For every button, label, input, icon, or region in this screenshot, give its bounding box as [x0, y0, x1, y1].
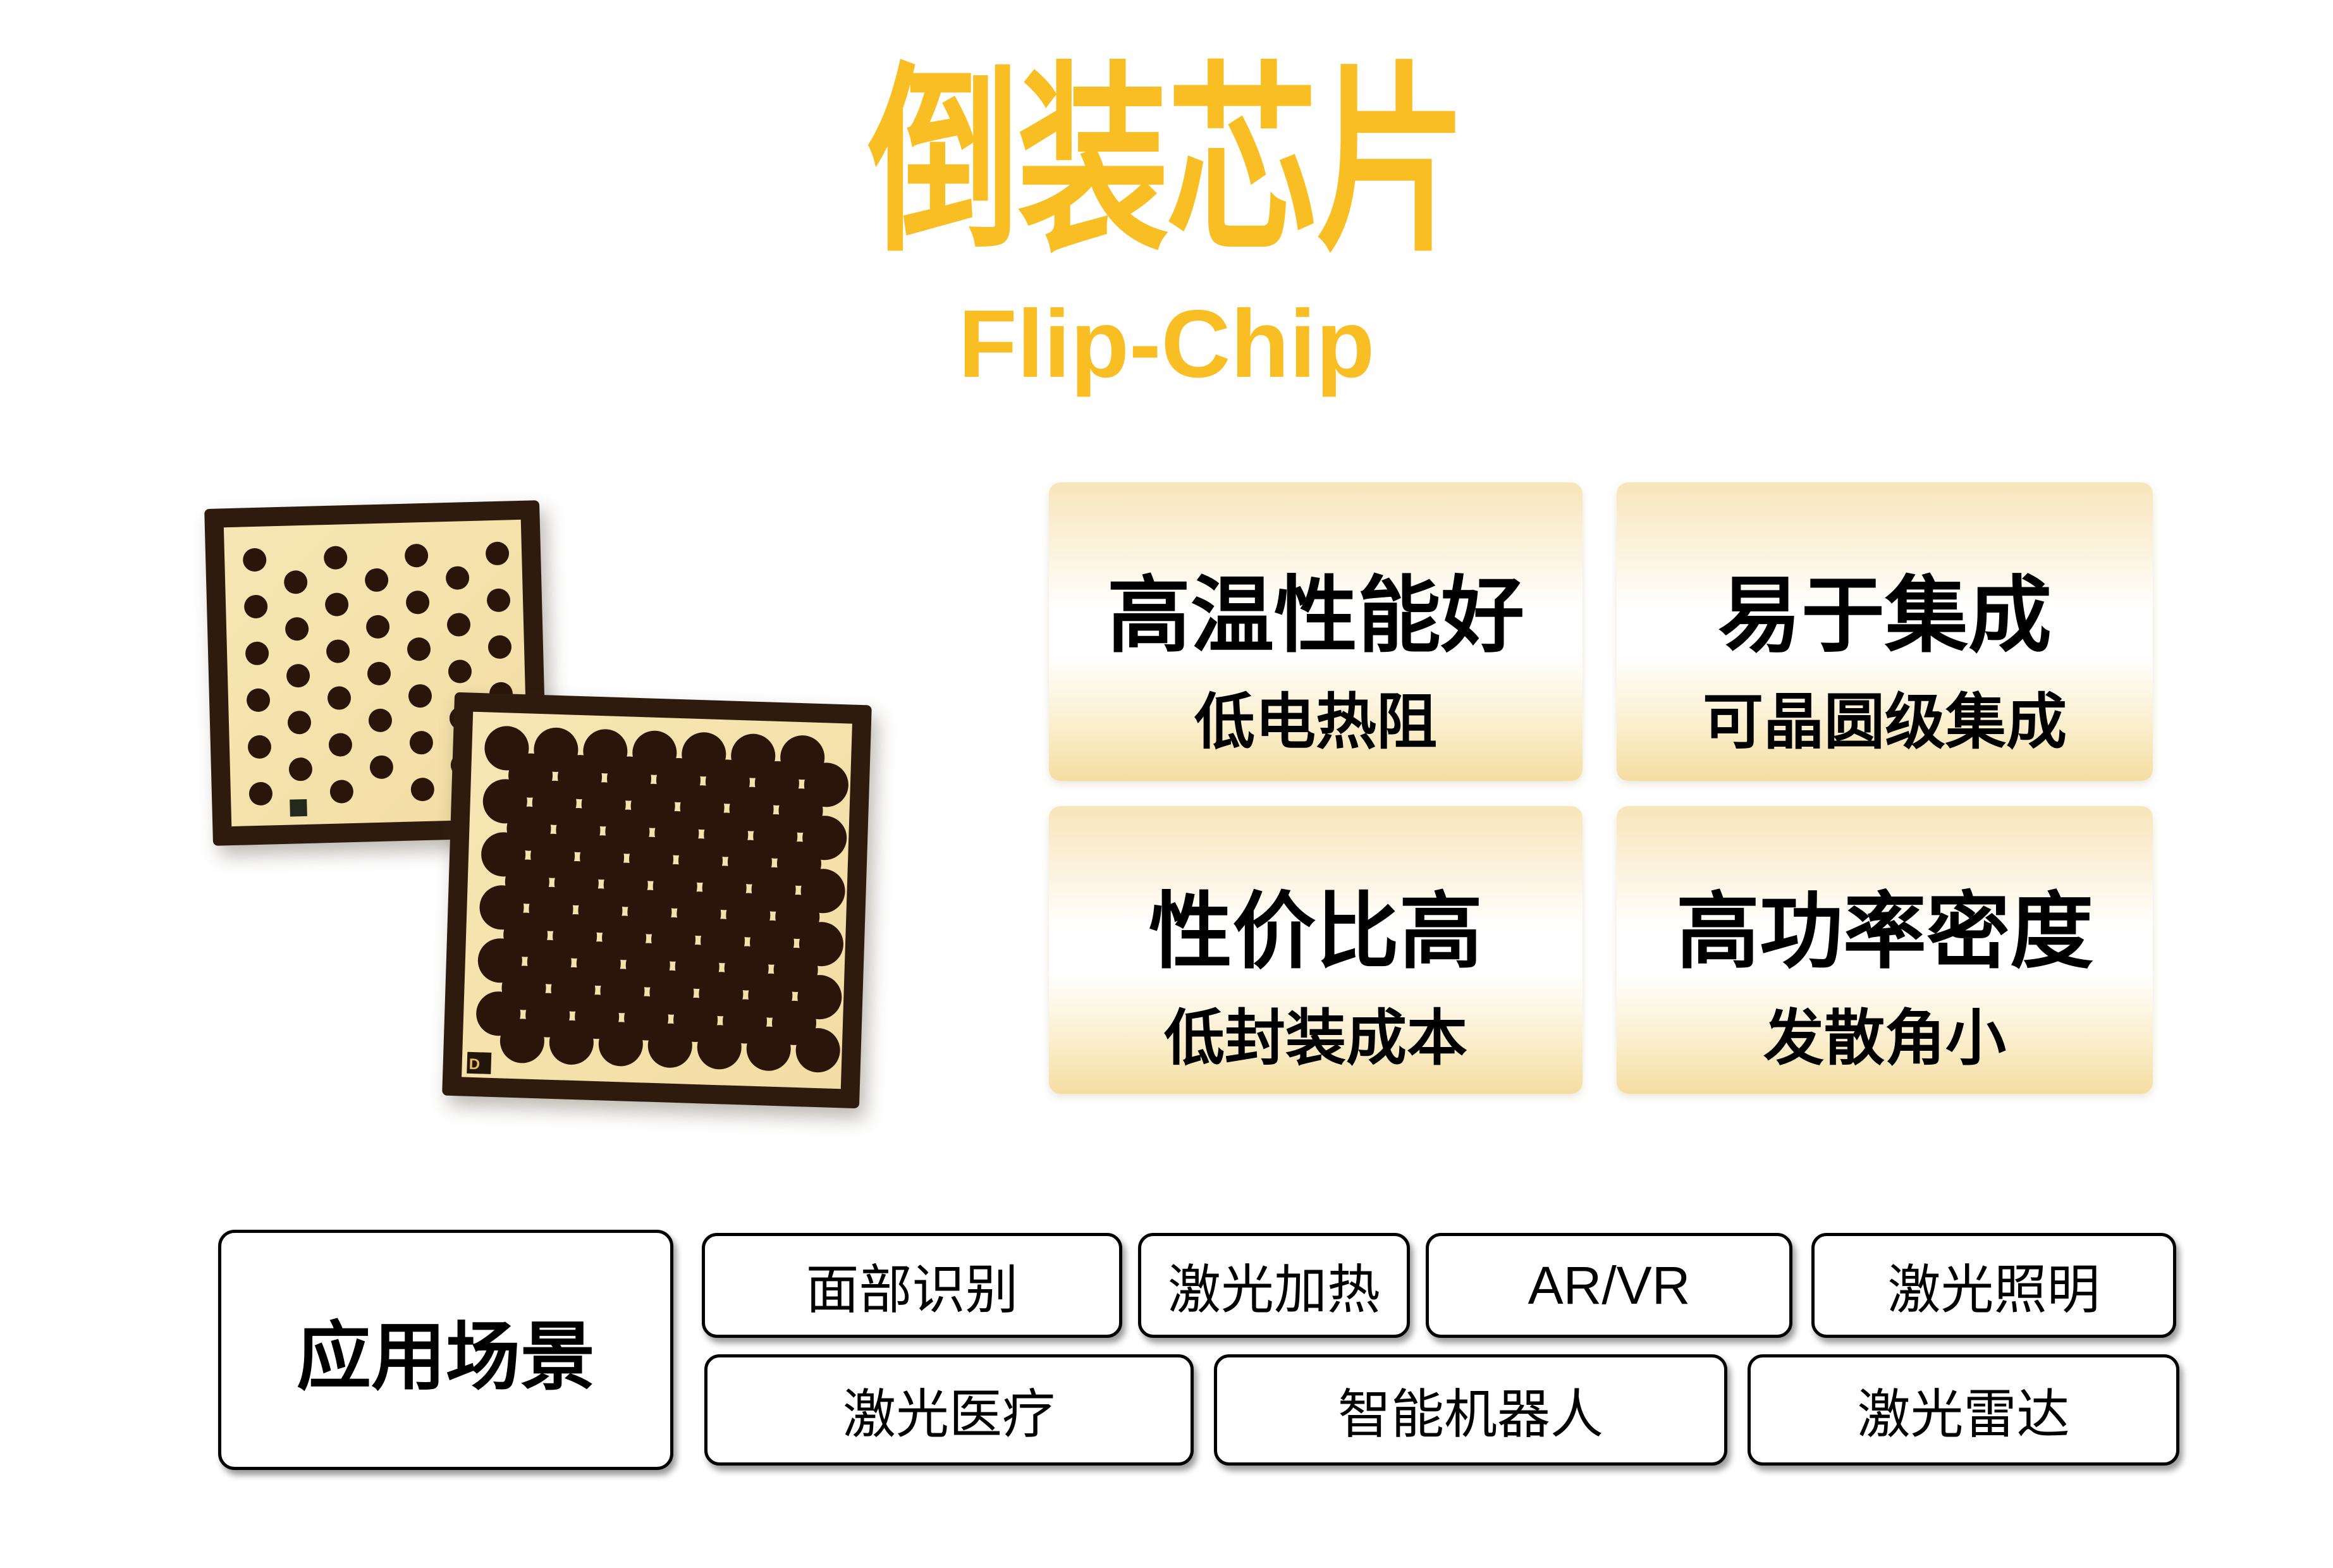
bond-pad-dot	[287, 710, 311, 735]
application-box-laser-heating: 激光加热	[1138, 1233, 1410, 1338]
bond-pad-dot	[597, 1021, 644, 1067]
bond-pad-dot	[364, 567, 389, 592]
feature-card-easy-integration: 易于集成 可晶圆级集成	[1617, 482, 2153, 781]
bond-pad-dot	[647, 1022, 693, 1069]
bond-pad-dot	[408, 730, 433, 755]
page-subtitle: Flip-Chip	[958, 290, 1375, 398]
feature-card-power-density: 高功率密度 发散角小	[1617, 806, 2153, 1094]
application-box-ar-vr: AR/VR	[1426, 1233, 1792, 1338]
card-subtitle: 低电热阻	[1194, 689, 1437, 757]
bond-pad-dot	[248, 781, 272, 805]
page-title: 倒装芯片	[867, 49, 1467, 274]
bond-pad-dot	[245, 640, 269, 665]
bond-pad-dot	[446, 612, 471, 637]
card-title: 高温性能好	[1107, 569, 1524, 662]
bond-pad-dot	[247, 734, 271, 759]
bond-pad-dot	[283, 570, 308, 594]
bond-pad-dot	[242, 548, 267, 572]
bond-pad-dot	[404, 543, 429, 568]
application-box-laser-medical: 激光医疗	[704, 1354, 1194, 1466]
bond-pad-dot	[745, 1026, 792, 1072]
applications-label-box: 应用场景	[218, 1230, 673, 1470]
bond-pad-dot	[243, 594, 268, 618]
chip-mark-letter: D	[468, 1055, 481, 1074]
bond-pad-dot	[407, 683, 432, 708]
feature-card-cost-effective: 性价比高 低封装成本	[1049, 806, 1583, 1094]
bond-pad-dot	[485, 541, 510, 565]
bond-pad-dot	[410, 777, 434, 802]
bond-pad-dot	[367, 707, 392, 732]
bond-pad-dot	[327, 685, 351, 710]
bond-pad-dot	[445, 565, 470, 590]
bond-pad-dot	[367, 661, 391, 685]
bond-pad-dot	[329, 779, 353, 804]
bond-pad-dot	[286, 663, 310, 688]
applications-label: 应用场景	[296, 1315, 595, 1399]
card-subtitle: 发散角小	[1763, 1005, 2006, 1073]
bond-pad-dot	[407, 637, 431, 661]
bond-pad-dot	[326, 639, 350, 663]
card-subtitle: 可晶圆级集成	[1703, 689, 2067, 757]
bond-pad-dot	[365, 614, 390, 639]
card-subtitle: 低封装成本	[1164, 1005, 1467, 1073]
bond-pad-dot	[328, 732, 352, 757]
chip-photo-front: D	[442, 692, 872, 1109]
bond-pad-dot	[487, 634, 511, 659]
bond-pad-dot	[369, 754, 393, 779]
bond-pad-dot	[696, 1024, 742, 1070]
bond-pad-dot	[288, 757, 312, 781]
bond-pad-dot	[499, 1018, 545, 1064]
card-title: 性价比高	[1149, 885, 1483, 978]
card-title: 易于集成	[1718, 569, 2052, 662]
bond-pad-dot	[548, 1019, 594, 1065]
bond-pad-dot	[795, 1027, 841, 1074]
bond-pad-dot	[405, 590, 430, 615]
chip-id-mark	[290, 799, 307, 817]
bond-pad-dot	[285, 616, 309, 641]
chip-id-mark: D	[467, 1051, 492, 1074]
application-box-face-recognition: 面部识别	[702, 1233, 1122, 1338]
application-box-laser-lighting: 激光照明	[1811, 1233, 2176, 1338]
card-title: 高功率密度	[1676, 885, 2093, 978]
application-box-smart-robot: 智能机器人	[1214, 1354, 1727, 1466]
application-box-lidar: 激光雷达	[1748, 1354, 2179, 1466]
bond-pad-dot	[447, 659, 472, 683]
bond-pad-dot	[486, 587, 511, 612]
bond-pad-dot	[323, 545, 348, 570]
feature-card-high-temp: 高温性能好 低电热阻	[1049, 482, 1583, 781]
chip-surface: D	[462, 711, 852, 1089]
bond-pad-dot	[246, 687, 271, 712]
bond-pad-dot	[324, 592, 349, 616]
